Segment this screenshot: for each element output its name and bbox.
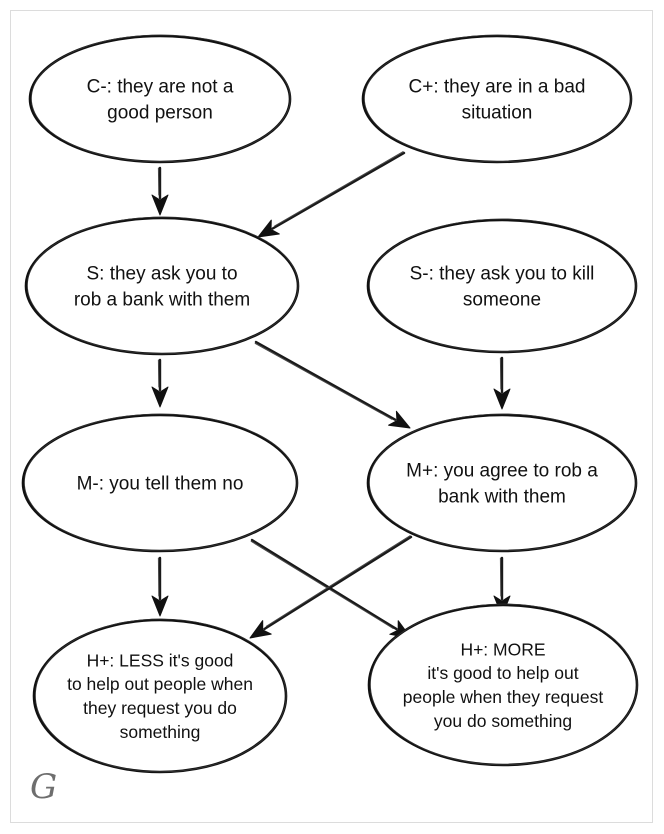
node-label-line: situation [462,103,533,124]
node-label-line: they request you do [83,698,237,718]
nodes-layer: C-: they are not a good person C+: they ar… [21,34,639,774]
node-label-line: S: they ask you to [86,264,237,285]
node-label-line: good person [107,103,213,124]
node-ellipse-sketch [363,34,632,163]
node-label-line: M+: you agree to rob a [406,461,598,482]
arrowhead-icon [151,194,169,216]
node-label-line: C+: they are in a bad [409,77,586,98]
edge-c-minus-to-s [151,166,169,216]
node-m-plus: M+: you agree to rob a bank with them [366,413,638,553]
node-s: S: they ask you to rob a bank with them [24,216,300,356]
edge-sketch-line [274,151,404,227]
node-m-minus: M-: you tell them no [21,413,299,553]
node-label-line: to help out people when [67,674,253,694]
node-label-line: M-: you tell them no [77,474,244,495]
node-ellipse-sketch [368,413,637,552]
edge-line [271,151,406,230]
arrowhead-icon [151,386,169,408]
edge-c-plus-to-s [257,151,406,238]
edge-m-minus-to-h-less [151,556,169,617]
arrowhead-icon [151,595,169,617]
logo-watermark: G [30,767,58,807]
edges-layer [151,151,511,639]
node-label-line: bank with them [438,487,566,508]
node-label-line: C-: they are not a [87,77,234,98]
node-label-line: H+: MORE [460,639,545,659]
node-ellipse-sketch [24,413,298,552]
edge-line [254,340,397,421]
node-h-more: H+: MORE it's good to help out people when… [367,603,639,767]
node-label-line: you do something [434,711,572,731]
node-ellipse-sketch [27,216,299,355]
node-ellipse-sketch [31,34,291,163]
node-s-minus: S-: they ask you to kill someone [366,218,638,354]
node-c-minus: C-: they are not a good person [28,34,292,164]
edge-line [263,535,413,631]
edge-s-to-m-minus [151,358,169,408]
arrowhead-icon [257,219,280,238]
arrowhead-icon [493,388,511,410]
edge-m-plus-to-h-less [249,535,413,639]
edge-s-to-m-plus [254,340,411,429]
edge-sketch-line [254,342,393,420]
node-label-line: S-: they ask you to kill [410,264,595,285]
node-label-line: someone [463,290,541,311]
edge-sketch-line [265,535,411,627]
edge-line [250,538,398,631]
node-c-plus: C+: they are in a bad situation [361,34,633,164]
node-label-line: it's good to help out [427,663,578,683]
arrowhead-icon [249,620,272,639]
node-ellipse-sketch [35,618,287,773]
edge-sketch-line [250,540,394,630]
edge-s-minus-to-m-plus [493,356,511,410]
node-label-line: rob a bank with them [74,290,250,311]
arrowhead-icon [388,410,411,429]
node-label-line: people when they request [403,687,604,707]
node-ellipse-sketch [369,603,638,766]
node-label-line: something [120,722,201,742]
node-label-line: H+: LESS it's good [87,650,234,670]
node-ellipse-sketch [368,218,637,353]
node-h-less: H+: LESS it's good to help out people whe… [32,618,288,774]
